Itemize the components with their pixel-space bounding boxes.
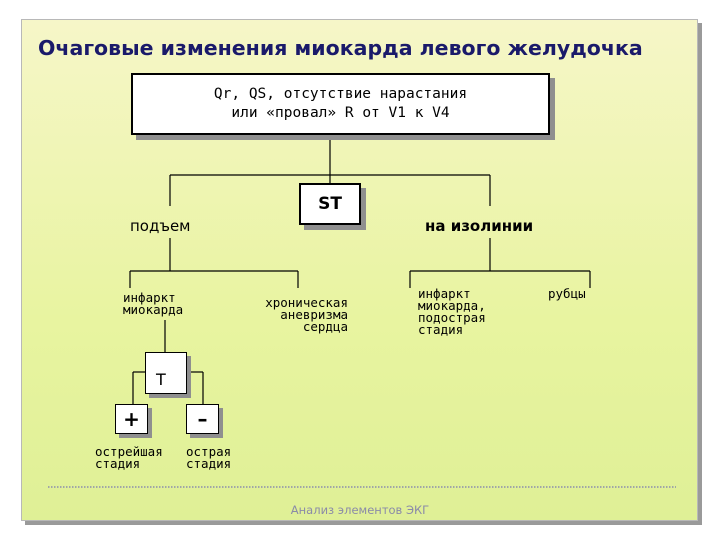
stage-acutest-line-1: острейшая [95, 444, 163, 459]
branch-elevation: подъем [130, 217, 191, 235]
criteria-line-1: Qr, QS, отсутствие нарастания [213, 86, 468, 102]
stage-acutest-line-2: стадия [95, 456, 141, 471]
st-box: ST [299, 183, 361, 225]
criteria-line-2: или «провал» R от V1 к V4 [231, 105, 450, 121]
leaf-scars: рубцы [548, 286, 586, 301]
slide-title: Очаговые изменения миокарда левого желуд… [38, 36, 643, 60]
leaf-aneurysm-line-2: аневризма [280, 307, 348, 322]
leaf-subacute-line-2: миокарда, [418, 298, 486, 313]
leaf-infarct-line-2: миокарда [123, 302, 184, 317]
leaf-subacute-line-3: подострая [418, 310, 486, 325]
footer-caption: Анализ элементов ЭКГ [290, 503, 430, 517]
leaf-aneurysm-line-1: хроническая [265, 295, 348, 310]
stage-acute-line-1: острая [186, 444, 232, 459]
stage-acutest: острейшая стадия [95, 444, 163, 471]
leaf-aneurysm: хроническая аневризма сердца [250, 295, 348, 334]
t-box: T [145, 352, 187, 394]
leaf-subacute-line-1: инфаркт [418, 286, 471, 301]
leaf-subacute-line-4: стадия [418, 322, 464, 337]
t-positive-box: + [115, 404, 148, 434]
leaf-infarct-line-1: инфаркт [123, 290, 176, 305]
stage-acute: острая стадия [186, 444, 232, 471]
criteria-box: Qr, QS, отсутствие нарастания или «прова… [131, 73, 550, 135]
leaf-subacute: инфаркт миокарда, подострая стадия [418, 286, 486, 337]
leaf-aneurysm-line-3: сердца [302, 319, 348, 334]
leaf-infarct: инфаркт миокарда [123, 290, 184, 317]
t-negative-box: – [186, 404, 219, 434]
stage-acute-line-2: стадия [186, 456, 232, 471]
branch-isoline: на изолинии [425, 217, 534, 235]
